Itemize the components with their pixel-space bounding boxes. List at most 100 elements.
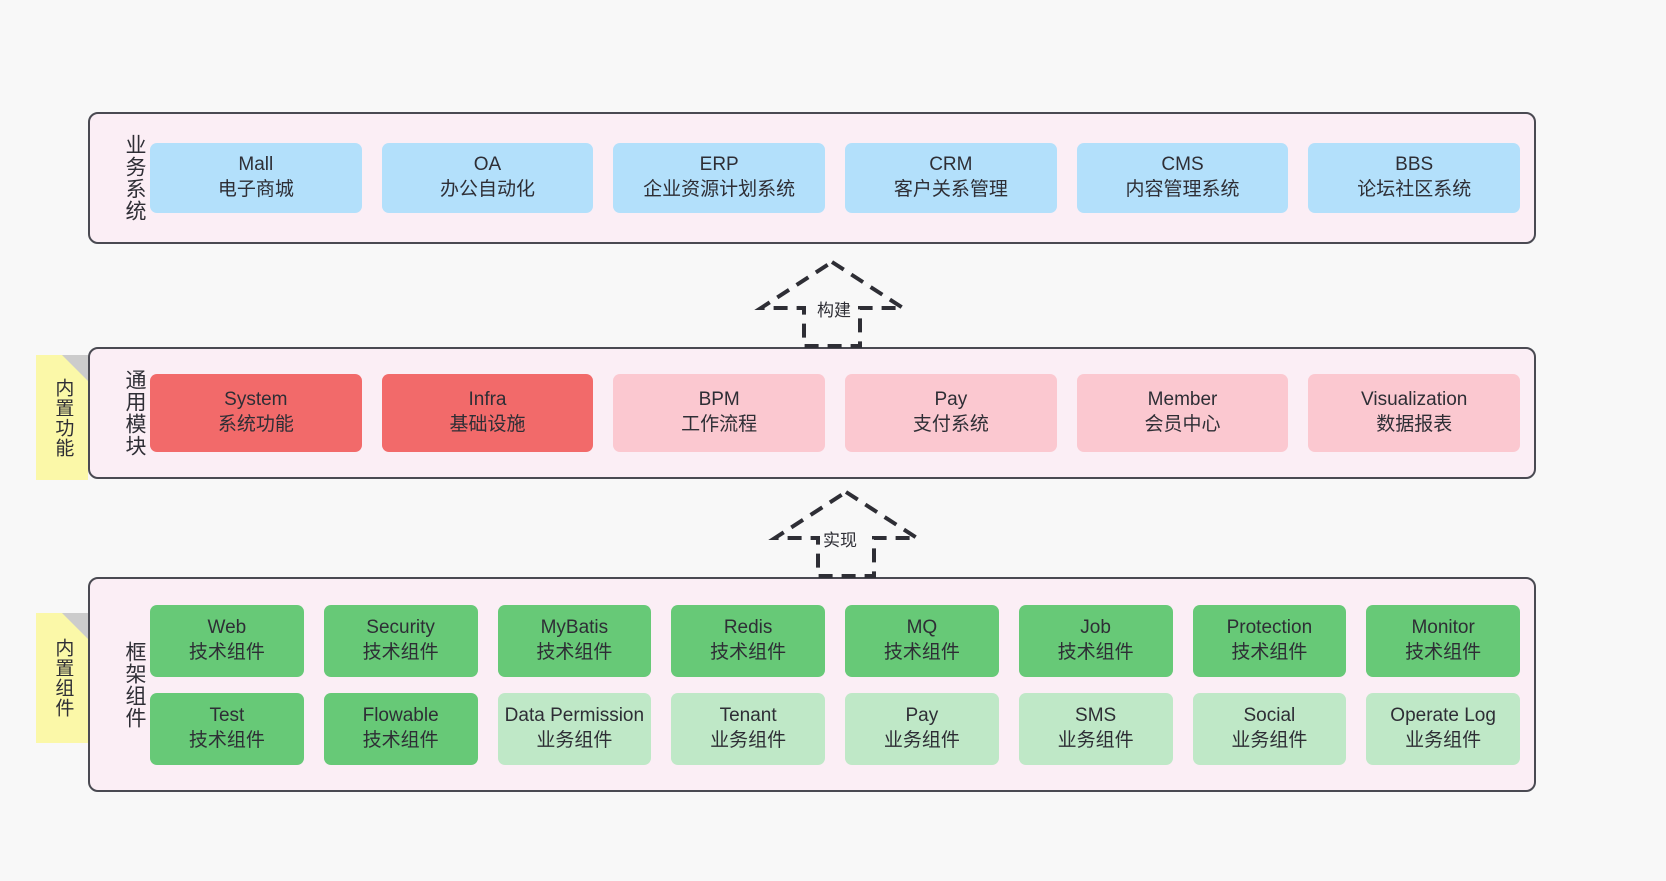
framework-business-row: Test 技术组件 Flowable 技术组件 Data Permission … [150,692,1520,765]
card-title-en: Web [207,616,247,638]
common-card-row: System 系统功能 Infra 基础设施 BPM 工作流程 Pay 支付系统… [150,374,1521,452]
card-bpm[interactable]: BPM 工作流程 [613,374,826,452]
card-mall[interactable]: Mall 电子商城 [150,143,362,213]
card-title-cn: 支付系统 [912,414,989,435]
card-flowable[interactable]: Flowable 技术组件 [323,692,478,765]
card-title-en: OA [473,154,502,176]
card-title-cn: 技术组件 [536,641,613,663]
card-system[interactable]: System 系统功能 [150,374,362,452]
layer-common-body: System 系统功能 Infra 基础设施 BPM 工作流程 Pay 支付系统… [146,374,1534,452]
layer-framework-components: 框架组件 Web 技术组件 Security 技术组件 MyBatis 技术组件… [88,577,1536,792]
card-monitor[interactable]: Monitor 技术组件 [1366,604,1520,677]
card-title-cn: 技术组件 [883,641,960,663]
card-oa[interactable]: OA 办公自动化 [381,143,594,213]
card-title-cn: 工作流程 [681,414,758,435]
card-protection[interactable]: Protection 技术组件 [1192,604,1347,677]
card-cms[interactable]: CMS 内容管理系统 [1076,143,1289,213]
card-sms[interactable]: SMS 业务组件 [1018,692,1173,765]
card-visualization[interactable]: Visualization 数据报表 [1308,374,1521,452]
card-title-en: Job [1080,616,1111,638]
card-member[interactable]: Member 会员中心 [1076,374,1289,452]
card-crm[interactable]: CRM 客户关系管理 [845,143,1057,213]
card-redis[interactable]: Redis 技术组件 [671,604,825,677]
card-bbs[interactable]: BBS 论坛社区系统 [1308,143,1521,213]
card-title-cn: 业务组件 [1057,729,1134,751]
card-title-cn: 技术组件 [188,729,265,751]
card-social[interactable]: Social 业务组件 [1192,692,1347,765]
framework-tech-row: Web 技术组件 Security 技术组件 MyBatis 技术组件 Redi… [150,604,1520,677]
card-title-cn: 技术组件 [362,729,439,751]
card-pay-component[interactable]: Pay 业务组件 [845,692,999,765]
card-title-cn: 系统功能 [217,414,294,435]
card-operate-log[interactable]: Operate Log 业务组件 [1366,692,1520,765]
card-title-cn: 技术组件 [1405,641,1482,663]
card-title-cn: 会员中心 [1144,414,1221,435]
card-title-en: Tenant [719,704,777,726]
card-title-en: Protection [1226,616,1313,638]
card-title-cn: 办公自动化 [440,179,536,200]
card-title-en: Monitor [1411,616,1475,638]
page-fold-icon [62,613,88,639]
card-title-en: Visualization [1361,389,1468,411]
card-title-en: SMS [1075,704,1117,726]
layer-framework-title: 框架组件 [123,640,146,729]
card-web[interactable]: Web 技术组件 [150,604,304,677]
card-title-en: System [224,389,288,411]
card-job[interactable]: Job 技术组件 [1018,604,1173,677]
card-title-en: CRM [929,154,973,176]
card-mybatis[interactable]: MyBatis 技术组件 [497,604,652,677]
arrow-implement-up-icon: 实现 [768,488,924,578]
card-title-cn: 业务组件 [536,729,613,751]
card-title-en: MyBatis [540,616,609,638]
card-title-cn: 技术组件 [710,641,787,663]
card-title-en: MQ [906,616,938,638]
layer-common-title: 通用模块 [123,369,146,457]
card-title-cn: 客户关系管理 [893,179,1008,200]
card-title-en: Data Permission [504,704,645,726]
card-title-en: Security [366,616,435,638]
card-title-en: Infra [468,389,507,411]
card-data-permission[interactable]: Data Permission 业务组件 [497,692,652,765]
card-infra[interactable]: Infra 基础设施 [381,374,594,452]
card-mq[interactable]: MQ 技术组件 [845,604,999,677]
card-title-cn: 技术组件 [362,641,439,663]
card-title-cn: 技术组件 [188,641,265,663]
card-title-en: Test [209,704,245,726]
sticky-note-label: 内置功能 [52,377,74,458]
card-title-en: ERP [699,154,739,176]
card-title-en: Pay [934,389,968,411]
card-title-en: BBS [1395,154,1434,176]
arrow-build-label: 构建 [817,301,851,320]
card-security[interactable]: Security 技术组件 [323,604,478,677]
card-title-cn: 电子商城 [217,179,294,200]
sticky-note-builtin-features: 内置功能 [36,355,88,480]
layer-common-modules: 通用模块 System 系统功能 Infra 基础设施 BPM 工作流程 Pay… [88,347,1536,479]
card-title-cn: 企业资源计划系统 [643,179,796,200]
card-title-cn: 业务组件 [883,729,960,751]
card-title-cn: 论坛社区系统 [1357,179,1472,200]
card-title-en: Mall [238,154,274,176]
card-title-cn: 业务组件 [1405,729,1482,751]
card-tenant[interactable]: Tenant 业务组件 [671,692,825,765]
page-fold-icon [62,355,88,381]
card-title-cn: 技术组件 [1231,641,1308,663]
card-title-en: Pay [905,704,939,726]
card-title-cn: 业务组件 [710,729,787,751]
card-title-en: Social [1243,704,1296,726]
card-erp[interactable]: ERP 企业资源计划系统 [613,143,826,213]
card-title-cn: 基础设施 [449,414,526,435]
layer-business-title: 业务系统 [123,134,146,222]
card-title-cn: 业务组件 [1231,729,1308,751]
card-title-en: Operate Log [1390,704,1496,726]
card-title-en: Member [1147,389,1218,411]
card-title-en: CMS [1161,154,1204,176]
arrow-implement-label: 实现 [823,531,857,550]
card-title-cn: 数据报表 [1376,414,1453,435]
card-title-en: Redis [723,616,773,638]
card-title-en: BPM [698,389,740,411]
card-pay[interactable]: Pay 支付系统 [845,374,1057,452]
layer-business-system: 业务系统 Mall 电子商城 OA 办公自动化 ERP 企业资源计划系统 CRM… [88,112,1536,244]
card-test[interactable]: Test 技术组件 [150,692,304,765]
business-card-row: Mall 电子商城 OA 办公自动化 ERP 企业资源计划系统 CRM 客户关系… [150,143,1521,213]
